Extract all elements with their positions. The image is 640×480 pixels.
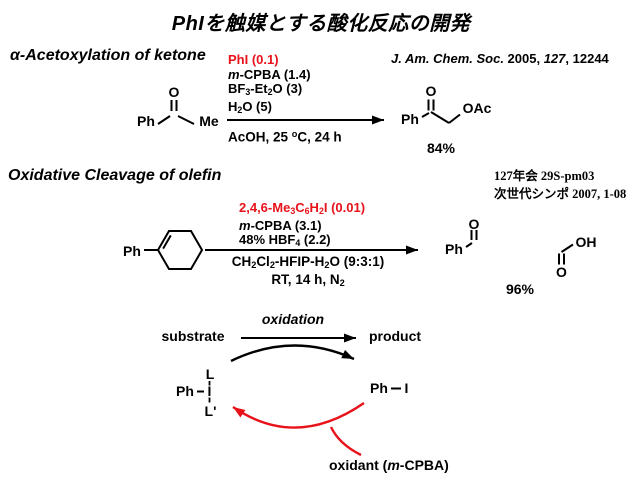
- cycle-oxidant-label: oxidant (m-CPBA): [329, 457, 449, 473]
- r2-cond-line: 48% HBF4 (2.2): [239, 232, 331, 249]
- r2-conditions-above: 2,4,6-Me3C6H2I (0.01) m-CPBA (3.1) 48% H…: [239, 200, 366, 251]
- cycle-product-label: product: [368, 328, 422, 344]
- cycle-ligand-bottom-label: L': [204, 403, 217, 419]
- cycle-phi-i-label: I: [404, 380, 409, 396]
- section2-heading: Oxidative Cleavage of olefin: [8, 167, 222, 184]
- r1-product-oac-label: OAc: [462, 100, 492, 116]
- cycle-forward-arc: [230, 344, 355, 363]
- r2-product-ketone-o-label: O: [468, 216, 480, 232]
- section1-reference: J. Am. Chem. Soc. 2005, 127, 12244: [391, 51, 609, 66]
- r1-conditions-below: AcOH, 25 oC, 24 h: [228, 127, 342, 145]
- acetophenone-structure: [157, 100, 195, 125]
- r2-cond-line: CH2Cl2-HFIP-H2O (9:3:1): [231, 254, 385, 271]
- r1-cond-line: BF3-Et2O (3): [228, 81, 303, 98]
- phenacyl-acetate-structure: [421, 99, 461, 124]
- phenylcyclohexene-structure: [144, 230, 204, 270]
- r1-cond-line: PhI (0.1): [228, 52, 279, 67]
- section2-references: 127年会 29S-pm03 次世代シンポ 2007, 1-08: [494, 167, 626, 203]
- r1-cond-line: m-CPBA (1.4): [228, 66, 311, 82]
- r1-yield: 84%: [426, 140, 456, 156]
- keto-acid-structure: [465, 230, 574, 265]
- r1-substrate-me-label: Me: [199, 113, 219, 129]
- cycle-phi-l2-ph-label: Ph: [176, 383, 194, 399]
- r1-substrate-ph-label: Ph: [137, 113, 155, 129]
- slide-title: PhIを触媒とする酸化反応の開発: [171, 13, 471, 35]
- r2-product-oh-label: OH: [575, 234, 597, 250]
- r2-cond-line: m-CPBA (3.1): [239, 217, 322, 233]
- r2-cond-line: 2,4,6-Me3C6H2I (0.01): [239, 200, 366, 216]
- r2-yield: 96%: [505, 281, 535, 297]
- jp-reference-line: 次世代シンポ 2007, 1-08: [494, 187, 627, 201]
- jp-reference-line: 127年会 29S-pm03: [494, 169, 595, 183]
- r1-conditions-above: PhI (0.1) m-CPBA (1.4) BF3-Et2O (3) H2O …: [228, 52, 311, 117]
- cycle-substrate-label: substrate: [161, 328, 225, 344]
- r2-conditions-below: CH2Cl2-HFIP-H2O (9:3:1) RT, 14 h, N2: [202, 254, 414, 291]
- cycle-phi-ph-label: Ph: [370, 380, 388, 396]
- phi-ligand-bonds: [197, 381, 211, 403]
- r1-product-ph-label: Ph: [401, 111, 419, 127]
- r1-cond-line: H2O (5): [228, 98, 272, 115]
- r2-product-ph-label: Ph: [445, 241, 463, 257]
- r1-cond-line: AcOH, 25 oC, 24 h: [228, 129, 342, 145]
- r2-product-acid-o-label: O: [556, 264, 567, 280]
- r2-cond-line: RT, 14 h, N2: [271, 271, 345, 288]
- oxidant-regeneration-arrow: [232, 402, 365, 457]
- cycle-oxidation-label: oxidation: [261, 311, 325, 327]
- r1-product-o-label: O: [425, 83, 437, 99]
- r2-substrate-ph-label: Ph: [123, 243, 141, 259]
- section1-heading: α-Acetoxylation of ketone: [10, 47, 206, 64]
- cycle-phi-l2-i-label: I: [207, 383, 212, 399]
- r1-substrate-o-label: O: [168, 84, 180, 100]
- cycle-ligand-top-label: L: [205, 366, 215, 382]
